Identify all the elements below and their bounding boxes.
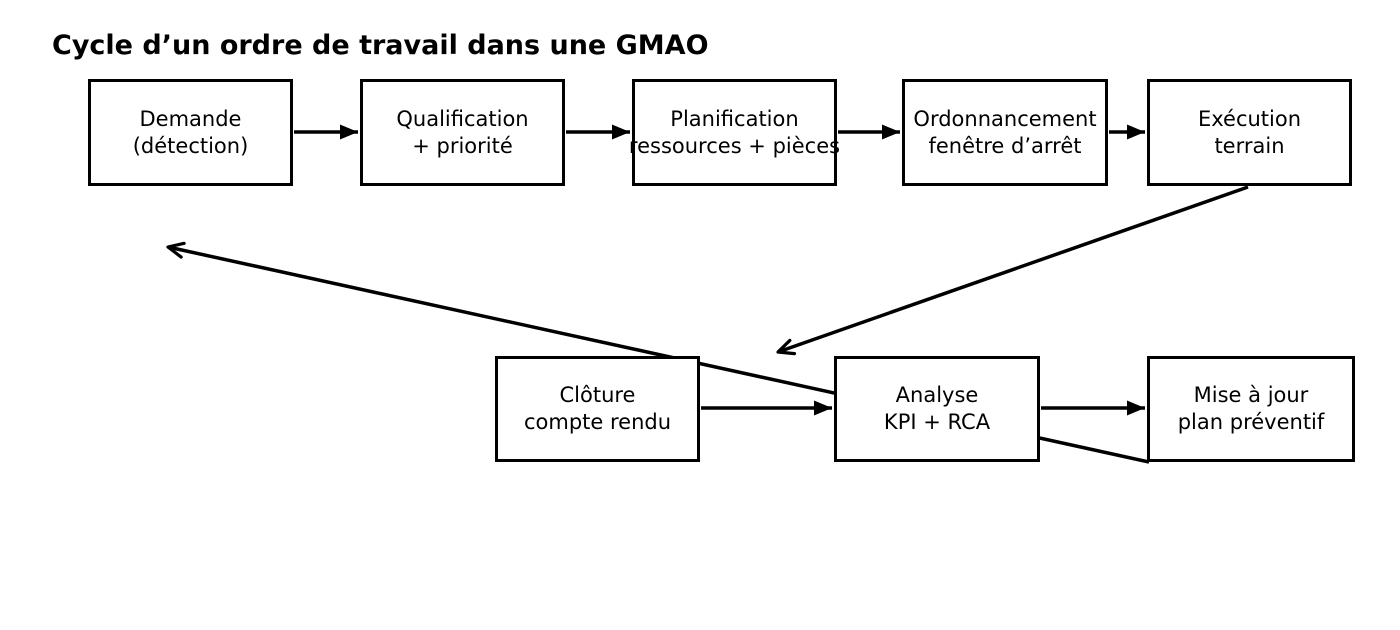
- node-planification-line1: Planification: [670, 106, 799, 131]
- node-demande-line2: (détection): [132, 133, 249, 158]
- node-analyse: Analyse KPI + RCA: [834, 356, 1040, 462]
- node-miseajour: Mise à jour plan préventif: [1147, 356, 1355, 462]
- node-cloture: Clôture compte rendu: [495, 356, 700, 462]
- node-demande: Demande (détection): [88, 79, 293, 186]
- node-ordonnancement: Ordonnancement fenêtre d’arrêt: [902, 79, 1108, 186]
- node-planification: Planification ressources + pièces: [628, 79, 841, 186]
- node-demande-line1: Demande: [139, 106, 242, 131]
- node-ordonnancement-line1: Ordonnancement: [913, 106, 1097, 131]
- node-execution-line2: terrain: [1214, 133, 1285, 158]
- node-qualification: Qualification + priorité: [360, 79, 565, 186]
- node-execution: Exécution terrain: [1147, 79, 1352, 186]
- node-qualification-line2: + priorité: [412, 133, 513, 158]
- diagram-title: Cycle d’un ordre de travail dans une GMA…: [52, 30, 709, 61]
- node-miseajour-line1: Mise à jour: [1193, 383, 1309, 407]
- arrow-execution-cloture: [776, 185, 1249, 356]
- node-analyse-line1: Analyse: [895, 383, 979, 407]
- node-qualification-line1: Qualification: [396, 106, 529, 131]
- node-miseajour-line2: plan préventif: [1177, 410, 1325, 434]
- node-ordonnancement-line2: fenêtre d’arrêt: [928, 133, 1082, 158]
- node-execution-line1: Exécution: [1197, 106, 1302, 131]
- node-cloture-line1: Clôture: [559, 383, 636, 407]
- node-cloture-line2: compte rendu: [523, 410, 672, 434]
- node-analyse-line2: KPI + RCA: [883, 410, 991, 434]
- node-planification-line2: ressources + pièces: [628, 133, 841, 158]
